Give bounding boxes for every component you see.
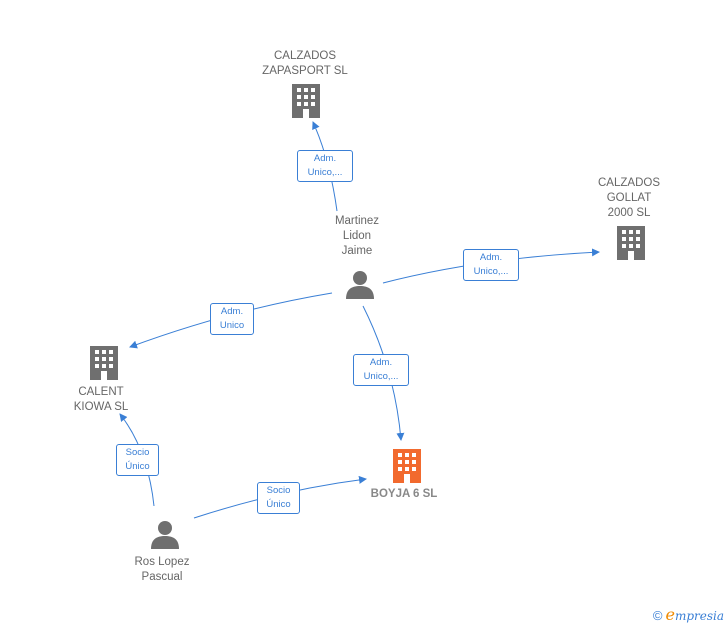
person-icon-ros[interactable] bbox=[151, 521, 179, 549]
edge-label-martinez-boyja: Adm. Unico,... bbox=[353, 354, 409, 386]
brand-name: mpresia bbox=[674, 609, 724, 623]
edge-label-martinez-zapasport: Adm. Unico,... bbox=[297, 150, 353, 182]
building-icon-calent[interactable] bbox=[90, 346, 118, 380]
building-icon-zapasport[interactable] bbox=[292, 84, 320, 118]
copyright-symbol: © bbox=[652, 608, 663, 623]
node-label-zapasport[interactable]: CALZADOS ZAPASPORT SL bbox=[262, 50, 348, 77]
node-label-calent[interactable]: CALENT KIOWA SL bbox=[73, 386, 129, 413]
node-label-ros[interactable]: Ros Lopez Pascual bbox=[134, 556, 190, 583]
person-icon-martinez[interactable] bbox=[346, 271, 374, 299]
edge-label-ros-boyja: Socio Único bbox=[257, 482, 300, 514]
edge-label-martinez-gollat: Adm. Unico,... bbox=[463, 249, 519, 281]
node-label-boyja[interactable]: BOYJA 6 SL bbox=[370, 488, 438, 500]
node-label-martinez[interactable]: Martinez Lidon Jaime bbox=[334, 215, 380, 257]
brand-logo-e: e bbox=[665, 605, 675, 624]
node-label-gollat[interactable]: CALZADOS GOLLAT 2000 SL bbox=[598, 177, 660, 219]
building-icon-gollat[interactable] bbox=[617, 226, 645, 260]
edge-label-ros-calent: Socio Único bbox=[116, 444, 159, 476]
building-icon-boyja[interactable] bbox=[393, 449, 421, 483]
brand-footer[interactable]: ©empresia bbox=[653, 605, 724, 624]
edge-label-martinez-calent: Adm. Unico bbox=[210, 303, 254, 335]
